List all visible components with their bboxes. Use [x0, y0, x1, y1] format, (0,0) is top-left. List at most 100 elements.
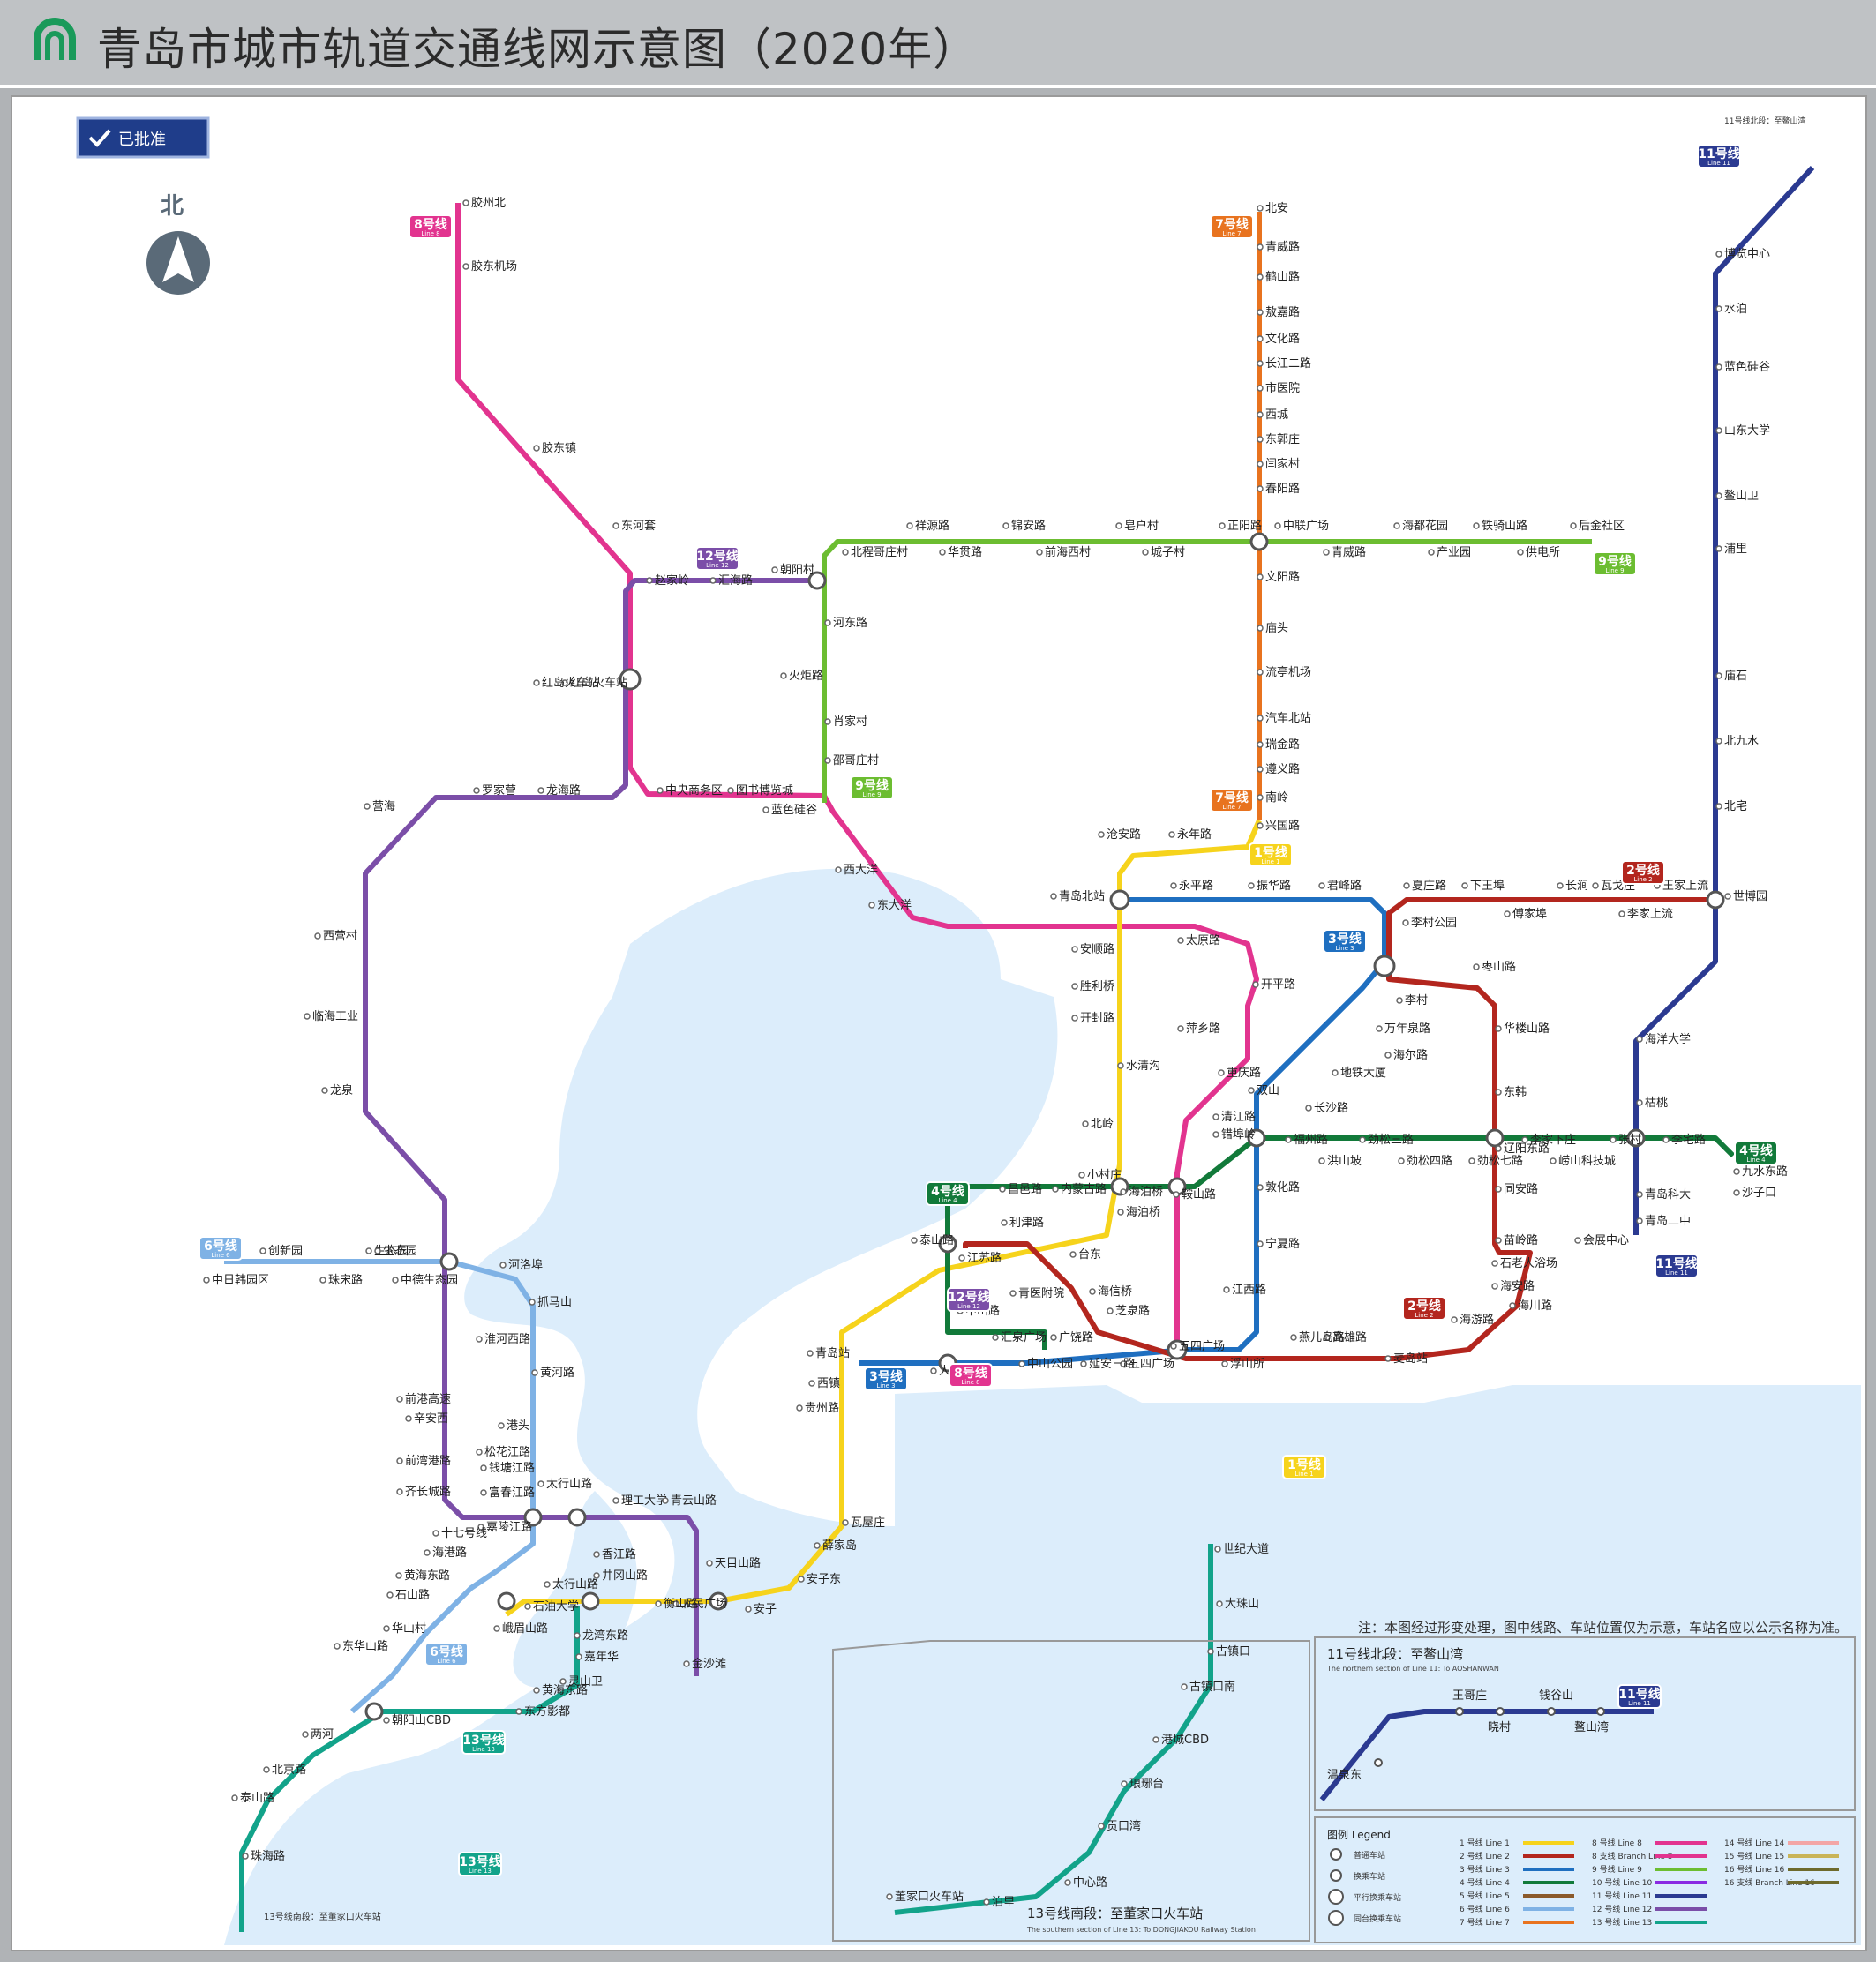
station-label: 黄河路	[540, 1366, 574, 1380]
station-dot	[1592, 882, 1599, 889]
legend-symbol-label: 普通车站	[1354, 1850, 1385, 1861]
station-dot	[1002, 522, 1009, 529]
station-dot	[1257, 461, 1264, 468]
station-label: 河洛埠	[508, 1259, 543, 1272]
station-label: 沧安路	[1107, 827, 1141, 842]
station-label: 九水东路	[1742, 1164, 1788, 1179]
station-label: 贵州路	[805, 1401, 839, 1415]
station-label: 齐长城路	[405, 1485, 451, 1499]
station-dot	[1396, 997, 1403, 1004]
station-label: 港城CBD	[1161, 1734, 1209, 1747]
badge-sub: Line 12	[957, 1303, 980, 1310]
station-dot	[1473, 522, 1480, 529]
station-labels: 胶州北胶东机场胶东镇东河套红岛火车站中央商务区图书博览城蓝色硅谷西大洋东大洋青岛…	[203, 196, 1788, 1909]
legend-line-label: 3 号线 Line 3	[1460, 1864, 1510, 1875]
badge-sub: Line 12	[706, 562, 729, 569]
badge-label: 4号线	[931, 1184, 964, 1199]
legend-line-label: 1 号线 Line 1	[1460, 1838, 1510, 1848]
station-label: 安子东	[807, 1573, 841, 1586]
station-label: 世博园	[1733, 890, 1767, 903]
station-dot	[1052, 1186, 1059, 1193]
station-label: 台东	[1078, 1248, 1101, 1262]
station-label: 傅家埠	[1512, 907, 1547, 921]
station-label: 中德生态园	[401, 1274, 458, 1287]
legend-title: 图例 Legend	[1327, 1829, 1391, 1841]
badge-sub: Line 1	[1261, 858, 1279, 865]
station-label: 两河	[311, 1728, 334, 1741]
station-label: 浦里	[1724, 543, 1747, 556]
station-dot	[1050, 893, 1057, 900]
station-dot	[524, 1603, 531, 1610]
station-label: 青岛科大	[1645, 1187, 1691, 1202]
station-label: 香江路	[602, 1547, 636, 1561]
station-dot	[780, 672, 787, 679]
station-dot	[983, 1898, 990, 1906]
station-label: 五四广场	[1129, 1358, 1174, 1371]
station-label: 五四广场	[1179, 1340, 1225, 1353]
station-dot	[1402, 919, 1409, 926]
station-label: 祥源路	[915, 519, 949, 533]
station-dot	[1120, 1360, 1127, 1367]
station-label: 钱谷山	[1539, 1689, 1573, 1703]
station-label: 李家下庄	[1530, 1133, 1576, 1147]
station-dot	[1214, 1546, 1221, 1553]
station-dot	[1610, 1136, 1617, 1143]
station-label: 长沙路	[1314, 1101, 1348, 1115]
badge-label: 13号线	[459, 1854, 500, 1869]
station-label: 中央商务区	[665, 783, 723, 798]
north-label: 北	[161, 193, 184, 220]
station-label: 东方影都	[524, 1704, 570, 1719]
station-label: 双山	[1257, 1084, 1279, 1097]
station-dot	[1257, 360, 1264, 367]
station-label: 太行山路	[546, 1477, 592, 1491]
station-dot	[1257, 669, 1264, 676]
station-label: 永年路	[1177, 827, 1212, 842]
station-label: 富春江路	[489, 1486, 535, 1500]
station-label: 金沙滩	[692, 1657, 726, 1671]
station-label: 振华路	[1257, 879, 1291, 893]
station-label: 同安路	[1504, 1182, 1538, 1196]
station-label: 昌邑路	[1008, 1182, 1042, 1196]
badge-label: 7号线	[1215, 217, 1249, 232]
station-label: 山东大学	[1724, 423, 1770, 438]
station-dot	[493, 1625, 500, 1632]
badge-sub: Line 7	[1222, 230, 1241, 237]
line-13-south-track	[894, 1544, 1213, 1915]
station-label: 前港高速	[405, 1392, 451, 1406]
station-dot	[1218, 1069, 1225, 1076]
station-dot	[1071, 983, 1078, 990]
station-dot	[868, 902, 875, 909]
station-dot	[1491, 1283, 1498, 1290]
station-dot	[1248, 882, 1255, 889]
badge-sub: Line 1	[1294, 1471, 1313, 1478]
badge-label: 4号线	[1739, 1143, 1773, 1158]
station-label: 广饶路	[1059, 1330, 1093, 1344]
l13-south-box-title: 13号线南段：至董家口火车站	[1027, 1906, 1203, 1921]
station-label: 大珠山	[1225, 1598, 1259, 1611]
station-dot	[1491, 1260, 1498, 1267]
line-4-track	[945, 1135, 1736, 1350]
station-dot	[655, 1600, 662, 1607]
station-label: 泰山路	[240, 1791, 274, 1805]
station-dot	[203, 1277, 210, 1284]
station-label: 临海工业	[312, 1010, 358, 1023]
station-dot	[529, 1299, 536, 1306]
station-label: 灵山卫	[568, 1675, 603, 1689]
station-dot	[1384, 1355, 1392, 1362]
station-dot	[1495, 1025, 1502, 1032]
station-dot	[1170, 882, 1177, 889]
badge-label: 12号线	[696, 549, 738, 564]
station-dot	[1257, 411, 1264, 418]
station-label: 邵哥庄村	[833, 753, 879, 768]
station-label: 鹤山路	[1265, 270, 1300, 284]
approved-badge[interactable]: 已批准	[76, 116, 210, 159]
sea-area	[12, 868, 1861, 1946]
station-dot	[662, 1497, 669, 1504]
station-dot	[1384, 1052, 1392, 1059]
